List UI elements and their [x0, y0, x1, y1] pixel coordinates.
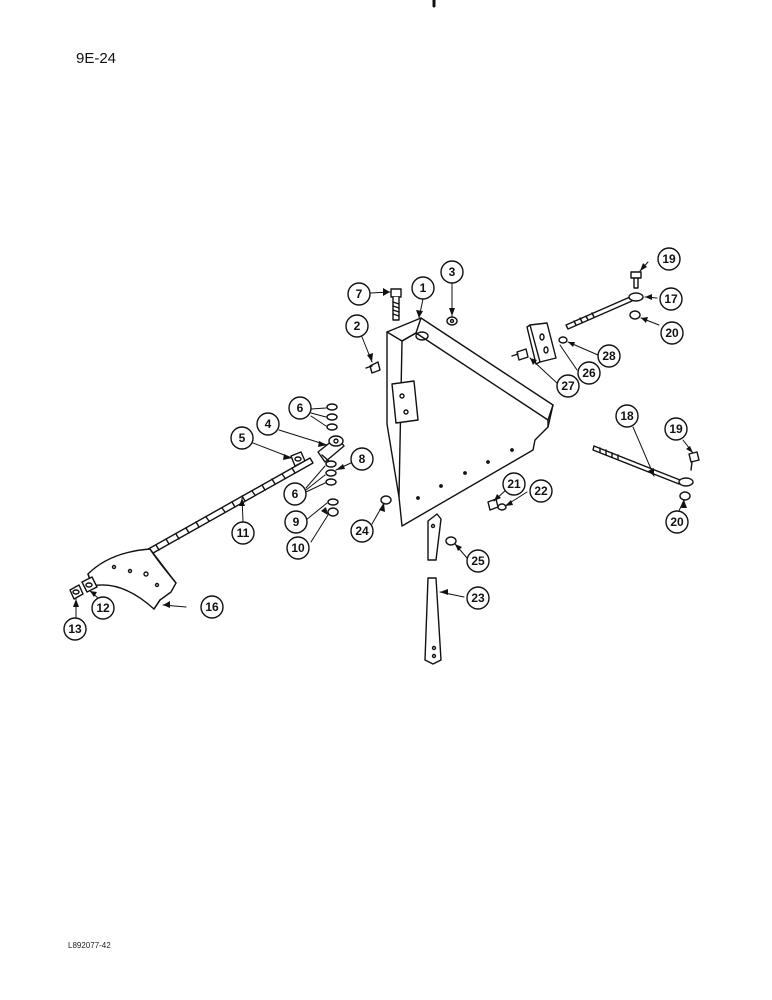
callout-20-lower: 20	[670, 515, 684, 529]
callout-5: 5	[239, 431, 246, 445]
callout-25: 25	[471, 554, 485, 568]
threaded-rod-11-part	[142, 457, 314, 558]
callout-27: 27	[561, 379, 575, 393]
curved-support-16-part	[87, 548, 177, 610]
rod-end-4-part	[317, 435, 345, 463]
callout-20-upper: 20	[665, 326, 679, 340]
bolt-24-part	[380, 495, 392, 505]
arrowheads	[73, 263, 693, 608]
callout-3: 3	[449, 265, 456, 279]
callout-4: 4	[265, 417, 272, 431]
callout-8: 8	[359, 452, 366, 466]
nut-25-part	[445, 536, 457, 546]
callout-17: 17	[664, 292, 678, 306]
strap-23-part	[424, 577, 442, 665]
washers-upper-part	[326, 403, 338, 431]
washers-lower-part	[325, 460, 339, 517]
callout-16: 16	[205, 600, 219, 614]
bolt-19-upper-part	[630, 271, 642, 289]
callout-2: 2	[354, 319, 361, 333]
callout-9: 9	[293, 515, 300, 529]
callout-13: 13	[68, 622, 82, 636]
drawing-code: L892077-42	[68, 941, 111, 950]
callout-26: 26	[582, 366, 596, 380]
nut-3-part	[446, 316, 458, 326]
callout-28: 28	[602, 349, 616, 363]
nut-22-part	[497, 503, 507, 511]
nut-13-part	[69, 584, 84, 600]
callout-10: 10	[291, 541, 305, 555]
link-rod-18-part	[592, 445, 694, 487]
callout-19-upper: 19	[662, 252, 676, 266]
nut-12-part	[81, 576, 98, 593]
callout-18: 18	[620, 409, 634, 423]
callout-19-lower: 19	[669, 422, 683, 436]
callout-1: 1	[420, 281, 427, 295]
callout-labels: 1 2 3 4 5 6 6 7 8 9 10 11 12 13 16 17 18…	[68, 252, 684, 636]
bolt-2-part	[365, 361, 381, 374]
callout-circles	[63, 247, 689, 641]
bolt-7-part	[390, 288, 402, 321]
bolt-19-lower-part	[688, 451, 700, 471]
callout-21: 21	[507, 477, 521, 491]
callout-12: 12	[96, 601, 110, 615]
callout-11: 11	[237, 526, 250, 540]
callout-6-lower: 6	[292, 487, 299, 501]
bolt-27-part	[511, 348, 529, 361]
callout-22: 22	[534, 484, 548, 498]
callout-7: 7	[356, 287, 363, 301]
nut-20-lower-part	[679, 491, 691, 501]
link-rod-17-part	[565, 292, 644, 330]
plate-28-part	[526, 322, 557, 365]
callout-6-upper: 6	[297, 401, 304, 415]
bracket-plate-part	[386, 317, 554, 527]
callout-23: 23	[471, 591, 485, 605]
strap-upper-part	[427, 513, 442, 561]
nut-20-upper-part	[629, 310, 641, 320]
nut-26-part	[558, 336, 568, 344]
page-number: 9E-24	[76, 50, 117, 67]
bolt-21-part	[487, 498, 499, 511]
callout-24: 24	[355, 524, 369, 538]
